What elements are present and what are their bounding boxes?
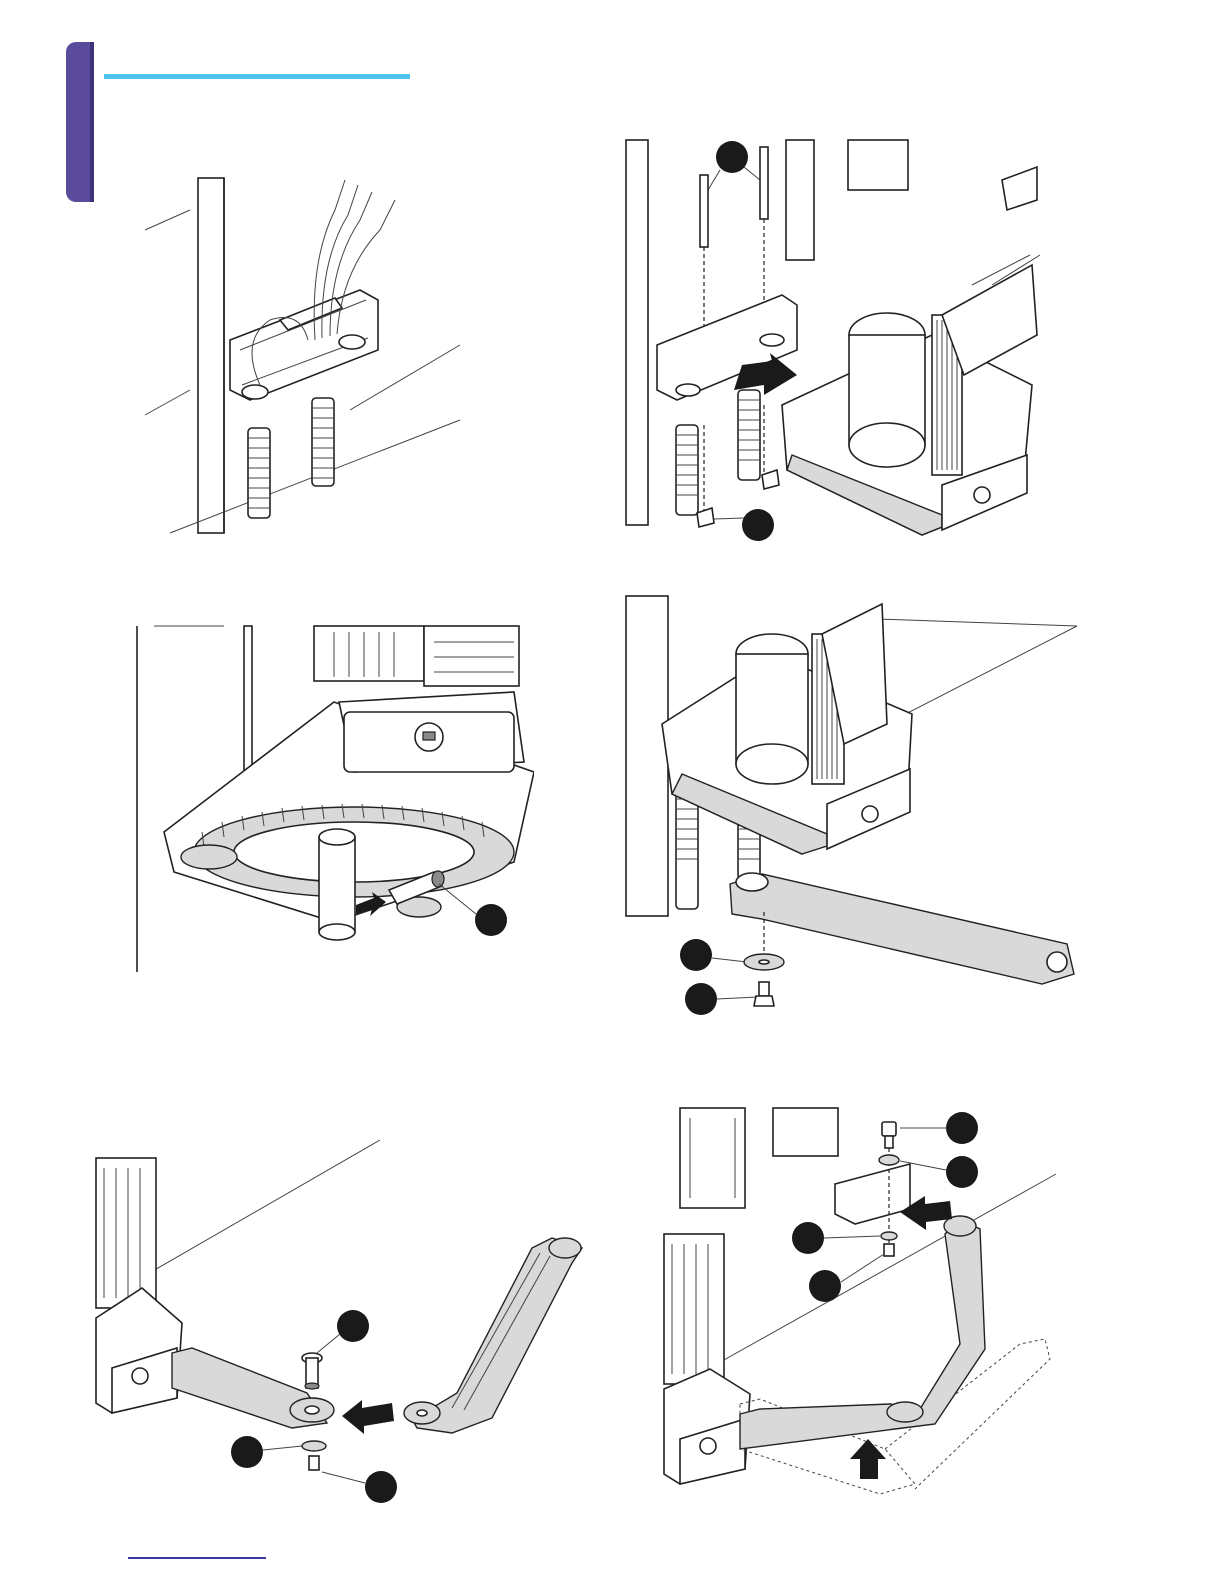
callout-bolt [946,1112,978,1144]
arm-joint-icon [92,1138,592,1518]
arm-lift-arrow [850,1439,886,1479]
figure-3-gear-pin-insertion [134,622,534,977]
footer-rule [128,1557,266,1559]
language-tab [66,42,94,202]
callout-washer-top [946,1156,978,1188]
callout-screws [716,141,748,173]
callout-screw-bottom [365,1471,397,1503]
callout-small-washer [792,1222,824,1254]
figure-5-arm-joint [92,1138,592,1518]
callout-pin [475,904,507,936]
callout-washer [680,939,712,971]
callout-small-screw [809,1270,841,1302]
callout-washer-bottom [231,1436,263,1468]
bracket-with-cables-icon [130,170,490,550]
gear-pin-insertion-icon [134,622,534,977]
figure-4-arm-attachment [612,594,1082,1024]
motor-mounting-icon [612,135,1042,545]
figure-1-bracket-with-cables [130,170,490,550]
gate-bracket-icon [660,1104,1060,1554]
callout-screw [685,983,717,1015]
figure-2-motor-mounting [612,135,1042,545]
header-rule [104,74,410,79]
arm-slide-arrow [342,1400,394,1434]
arm-attachment-icon [612,594,1082,1024]
callout-pin-top [337,1310,369,1342]
figure-6-gate-bracket [660,1104,1060,1554]
callout-nuts [742,509,774,541]
